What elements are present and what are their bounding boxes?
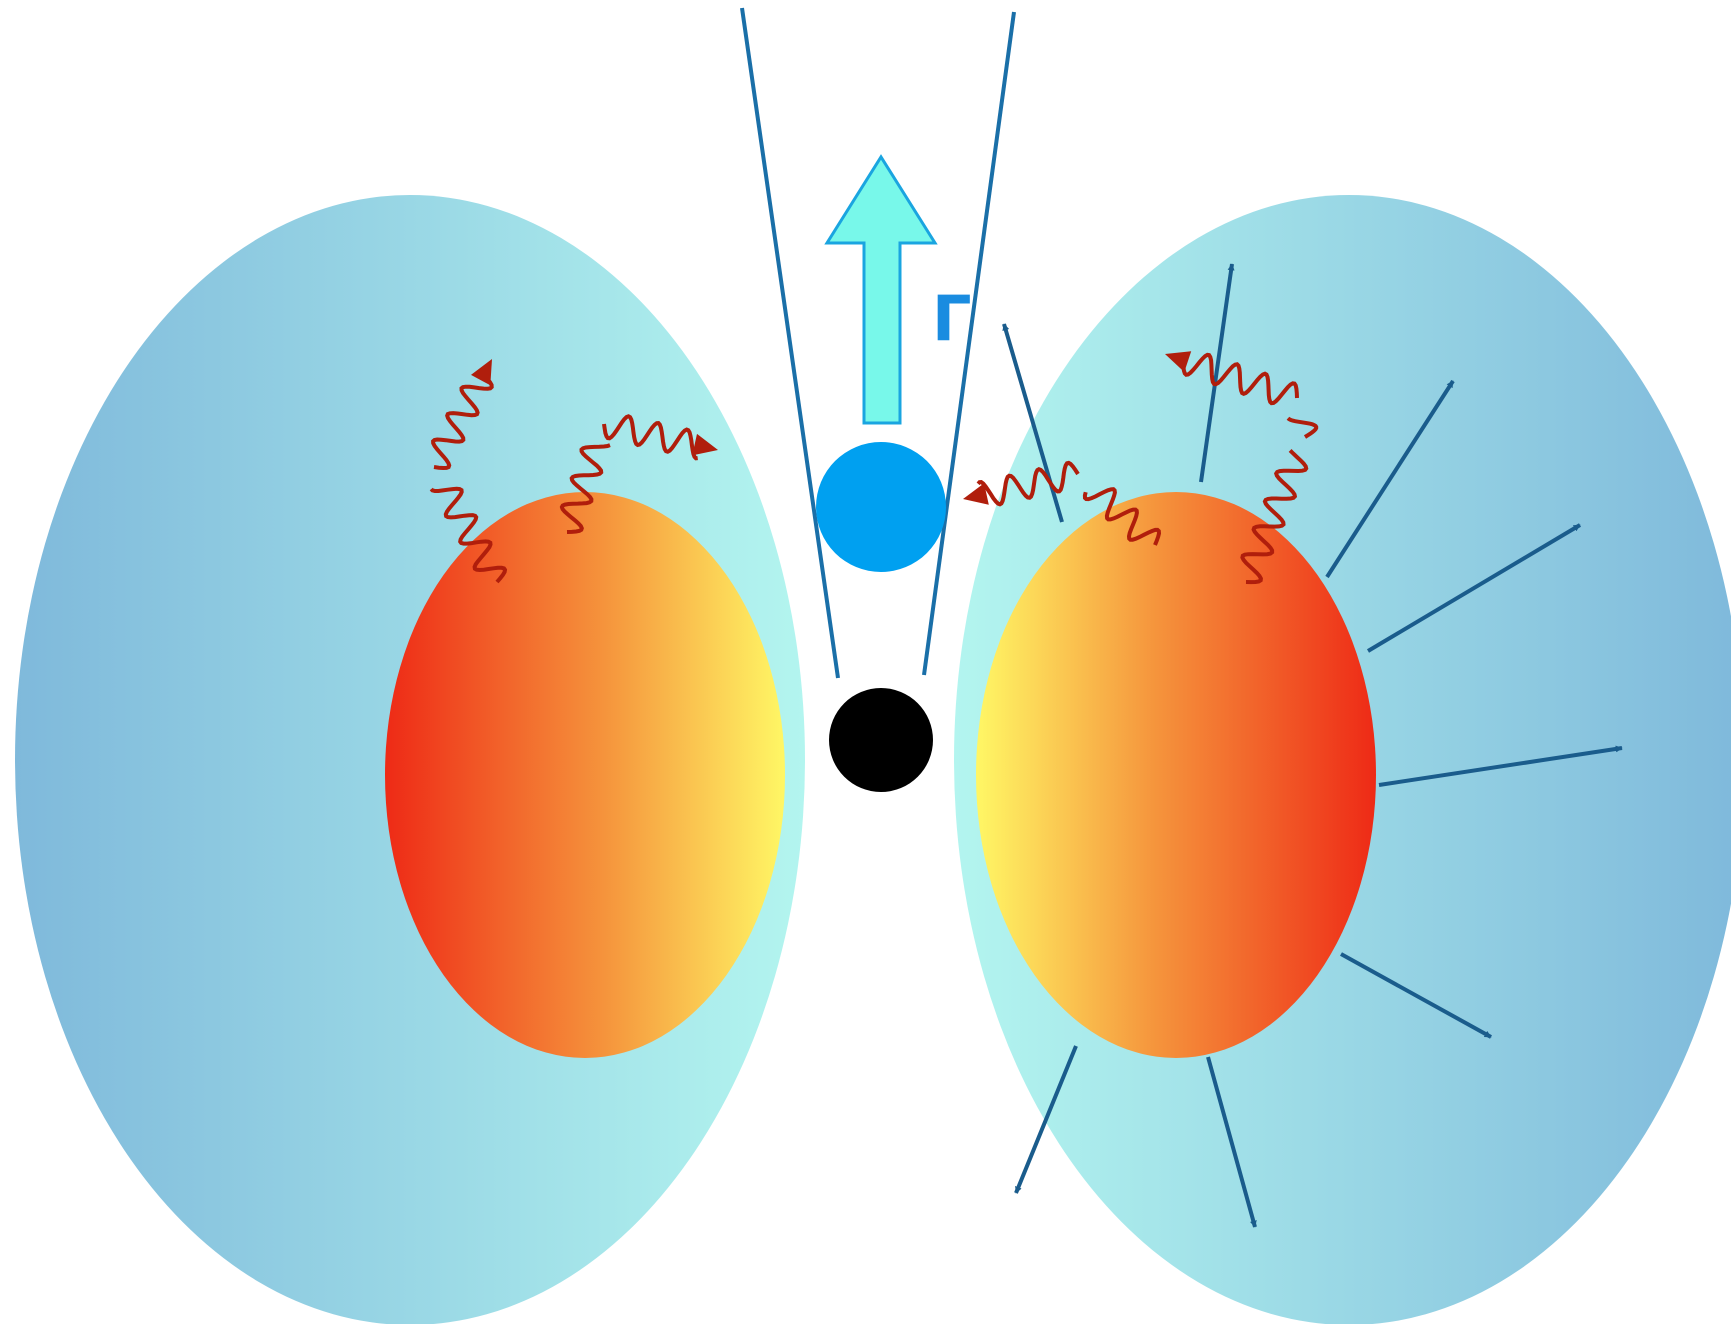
left-hot-core	[385, 492, 785, 1058]
gamma-label: Γ	[932, 282, 972, 355]
lorentz-arrow	[827, 157, 935, 423]
outflow-blob	[816, 442, 946, 572]
central-object	[829, 688, 933, 792]
right-hot-core	[976, 492, 1376, 1058]
